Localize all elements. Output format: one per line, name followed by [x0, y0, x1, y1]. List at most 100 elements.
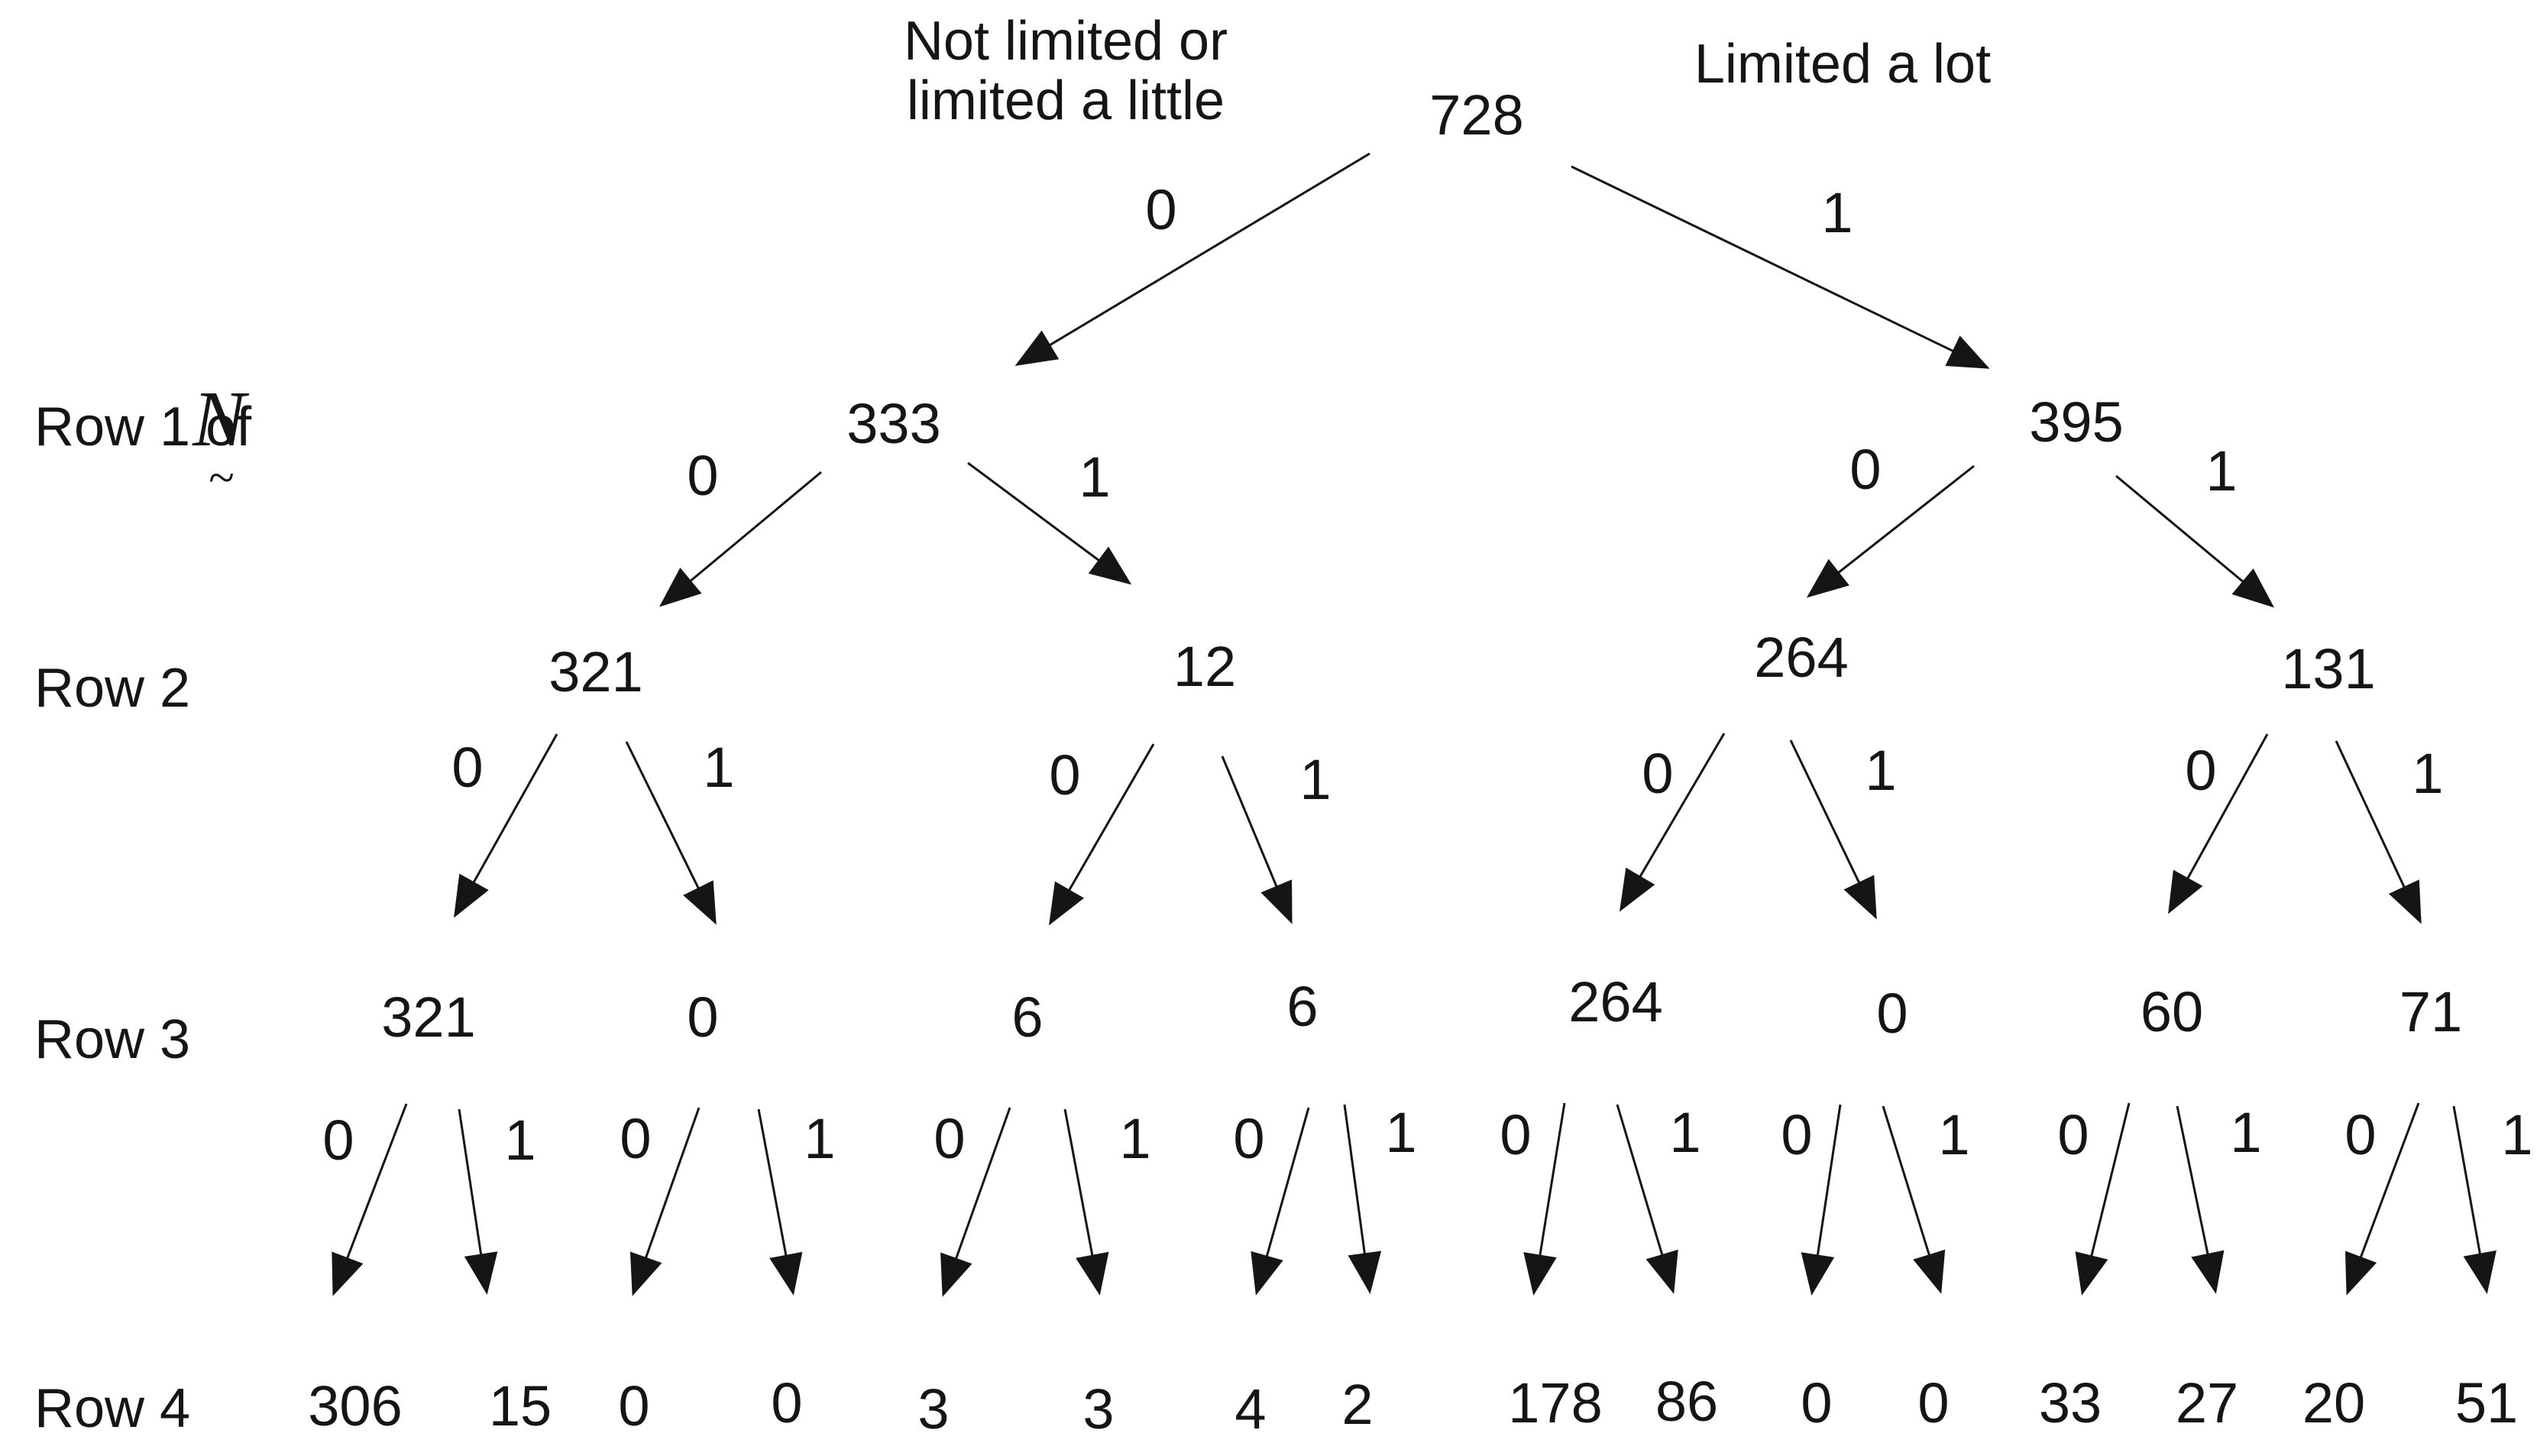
edge-label-n001-L2: 0 — [620, 1107, 651, 1170]
row1-matrix-symbol: N — [192, 375, 250, 463]
edge-arrow-n01-n011 — [1221, 756, 1293, 924]
tree-node-L7: 2 — [1341, 1373, 1373, 1436]
tree-node-n100: 264 — [1568, 970, 1662, 1034]
edge-label-n11-n110: 0 — [2185, 739, 2216, 802]
tree-node-L13: 27 — [2176, 1371, 2238, 1435]
tree-node-n01: 12 — [1173, 635, 1236, 698]
row-label-1: Row 1 of — [34, 396, 252, 458]
edge-arrow-n010-L4 — [940, 1107, 1011, 1297]
tree-node-n011: 6 — [1286, 975, 1318, 1038]
edge-arrow-n011-L7 — [1343, 1104, 1382, 1294]
edge-label-n00-n001: 1 — [703, 736, 734, 799]
edge-arrow-n01-n010 — [1049, 743, 1155, 926]
edge-label-n10-n100: 0 — [1642, 742, 1673, 805]
tree-node-L4: 3 — [917, 1377, 949, 1441]
edge-arrow-n101-L11 — [1882, 1105, 1946, 1294]
tree-node-L1: 15 — [489, 1374, 552, 1438]
edge-arrow-n11-n110 — [2168, 733, 2269, 914]
edge-label-root-n1: 1 — [1821, 181, 1853, 244]
tree-node-root: 728 — [1429, 83, 1523, 147]
edge-arrow-n10-n100 — [1619, 733, 1726, 912]
edge-arrow-n001-L3 — [757, 1108, 803, 1296]
tree-node-L12: 33 — [2039, 1371, 2102, 1435]
edge-label-n000-L0: 0 — [322, 1108, 354, 1172]
edge-label-n010-L4: 0 — [934, 1107, 965, 1170]
tree-node-L11: 0 — [1917, 1371, 1949, 1435]
edge-arrow-n100-L8 — [1523, 1102, 1566, 1296]
edge-arrow-n1-n10 — [1806, 464, 1975, 598]
tree-node-L2: 0 — [618, 1374, 649, 1438]
tree-node-n010: 6 — [1011, 985, 1043, 1049]
edge-arrow-n011-L6 — [1251, 1107, 1310, 1296]
tree-node-L9: 86 — [1655, 1370, 1718, 1433]
edge-label-n0-n01: 1 — [1079, 445, 1110, 509]
edge-label-n110-L13: 1 — [2230, 1101, 2261, 1164]
edge-label-n10-n101: 1 — [1865, 739, 1896, 802]
tree-node-n000: 321 — [381, 985, 475, 1049]
row-label-2: Row 2 — [34, 658, 190, 719]
tree-node-L10: 0 — [1801, 1371, 1832, 1435]
edge-label-n1-n10: 0 — [1849, 438, 1881, 501]
annotations-layer: Not limited or limited a little Limited … — [34, 11, 1991, 1439]
row-label-3: Row 3 — [34, 1009, 190, 1070]
tree-node-L14: 20 — [2302, 1371, 2365, 1435]
edge-label-n101-L11: 1 — [1938, 1103, 1969, 1166]
edge-label-n110-L12: 0 — [2057, 1103, 2089, 1166]
tree-node-n110: 60 — [2141, 980, 2203, 1043]
edge-arrow-n111-L15 — [2452, 1105, 2497, 1294]
tree-node-n111: 71 — [2399, 980, 2462, 1043]
edge-arrow-n111-L14 — [2344, 1102, 2420, 1296]
edge-label-n00-n000: 0 — [451, 736, 483, 799]
tree-node-L6: 4 — [1235, 1377, 1266, 1441]
edge-label-n111-L14: 0 — [2344, 1103, 2376, 1166]
tree-node-L8: 178 — [1508, 1371, 1602, 1435]
tree-node-L0: 306 — [308, 1374, 402, 1438]
header-left-line1: Not limited or — [904, 11, 1228, 72]
edge-label-root-n0: 0 — [1145, 178, 1176, 241]
tree-node-n00: 321 — [548, 640, 642, 704]
tree-node-L5: 3 — [1082, 1377, 1114, 1441]
tree-node-L15: 51 — [2455, 1371, 2518, 1435]
edge-label-n000-L1: 1 — [504, 1108, 536, 1172]
edge-arrow-n001-L2 — [629, 1107, 701, 1296]
header-left-line2: limited a little — [907, 70, 1225, 131]
edge-arrow-n10-n101 — [1789, 739, 1877, 920]
edge-arrow-root-n0 — [1014, 152, 1370, 367]
tree-node-n001: 0 — [687, 985, 718, 1049]
edge-label-n1-n11: 1 — [2205, 439, 2237, 503]
edge-label-n011-L7: 1 — [1385, 1101, 1416, 1164]
edge-label-n0-n00: 0 — [687, 444, 718, 507]
edge-arrow-n100-L9 — [1616, 1104, 1678, 1294]
edge-arrow-root-n1 — [1571, 165, 1990, 369]
edge-arrow-n1-n11 — [2115, 474, 2275, 608]
edge-label-n111-L15: 1 — [2501, 1103, 2532, 1166]
edge-label-n100-L9: 1 — [1669, 1101, 1701, 1164]
edge-label-n101-L10: 0 — [1781, 1103, 1812, 1166]
tree-node-n11: 131 — [2281, 637, 2375, 700]
edge-arrow-n00-n000 — [454, 733, 558, 918]
tree-node-n1: 395 — [2029, 390, 2123, 454]
tree-node-n101: 0 — [1876, 982, 1908, 1045]
edge-arrow-n0-n01 — [967, 461, 1132, 585]
row-label-4: Row 4 — [34, 1378, 190, 1439]
tree-node-L3: 0 — [771, 1371, 802, 1435]
edge-label-n010-L5: 1 — [1119, 1107, 1150, 1170]
edge-arrow-n11-n111 — [2335, 740, 2422, 924]
tree-node-n0: 333 — [846, 392, 940, 455]
edge-arrow-n00-n001 — [625, 741, 717, 925]
header-right: Limited a lot — [1694, 34, 1991, 95]
edge-arrow-n010-L5 — [1063, 1108, 1109, 1296]
edge-label-n01-n010: 0 — [1049, 743, 1080, 807]
edge-arrow-n000-L1 — [458, 1108, 498, 1295]
edge-arrow-n110-L13 — [2176, 1105, 2225, 1294]
edge-label-n100-L8: 0 — [1500, 1103, 1531, 1166]
edge-label-n001-L3: 1 — [804, 1107, 835, 1170]
edge-label-n11-n111: 1 — [2412, 742, 2443, 805]
edge-label-n011-L6: 0 — [1233, 1107, 1264, 1170]
edge-arrow-n101-L10 — [1801, 1104, 1842, 1296]
edge-arrow-n0-n00 — [659, 471, 822, 607]
